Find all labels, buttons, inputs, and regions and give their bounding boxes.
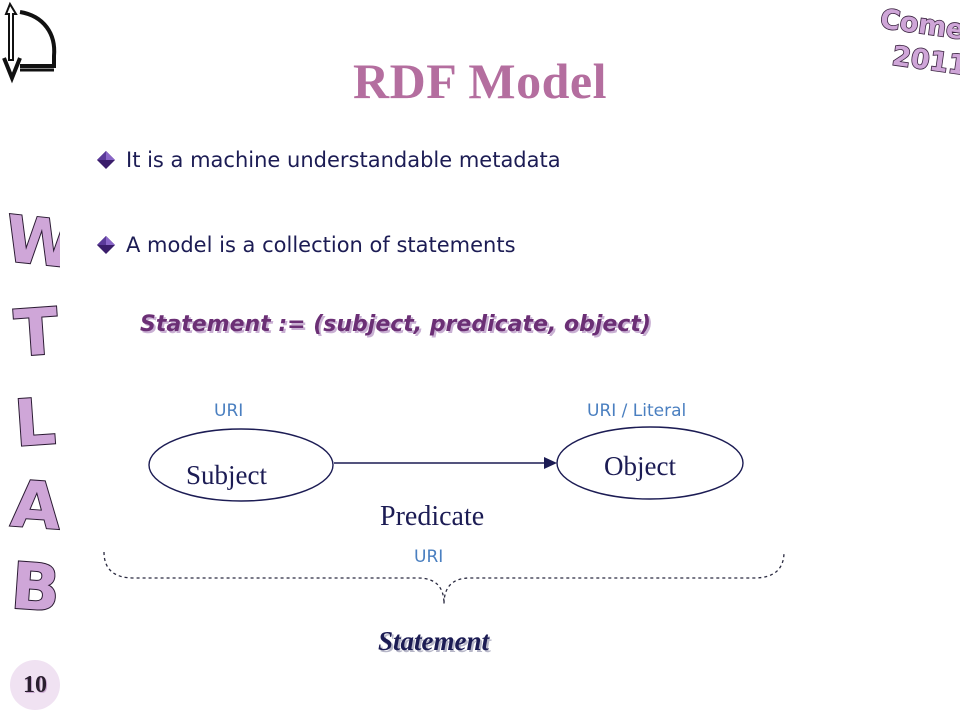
arrowhead-icon: [544, 457, 557, 469]
statement-brace: [103, 551, 785, 605]
predicate-type-label: URI: [414, 547, 444, 567]
predicate-label: Predicate: [380, 501, 485, 532]
statement-group-label: Statement: [378, 626, 490, 656]
object-node-label: Object: [604, 451, 676, 481]
svg-text:L: L: [12, 385, 58, 462]
comex-logo: ComeX 2011: [877, 3, 960, 80]
svg-text:A: A: [9, 468, 60, 545]
side-logo-lettering: W T L A B: [1, 205, 60, 625]
bullet-text: A model is a collection of statements: [126, 233, 516, 257]
pen-logo-icon: [2, 1, 57, 84]
subject-type-label: URI: [214, 401, 244, 421]
diamond-bullet-icon: [97, 151, 115, 169]
svg-text:W: W: [2, 205, 60, 284]
subject-node-label: Subject: [186, 460, 267, 490]
page-number-badge: 10: [10, 660, 60, 710]
object-type-label: URI / Literal: [587, 401, 687, 421]
bullet-item: A model is a collection of statements: [96, 233, 516, 257]
bullet-text: It is a machine understandable metadata: [126, 148, 561, 172]
bullet-item: It is a machine understandable metadata: [96, 148, 561, 172]
slide-title: RDF Model: [353, 53, 607, 109]
svg-text:B: B: [9, 550, 60, 625]
svg-text:T: T: [12, 295, 60, 372]
page-number: 10: [23, 671, 47, 698]
diamond-bullet-icon: [97, 236, 115, 254]
subject-node: [148, 428, 334, 502]
statement-definition: Statement := (subject, predicate, object…: [140, 312, 651, 337]
